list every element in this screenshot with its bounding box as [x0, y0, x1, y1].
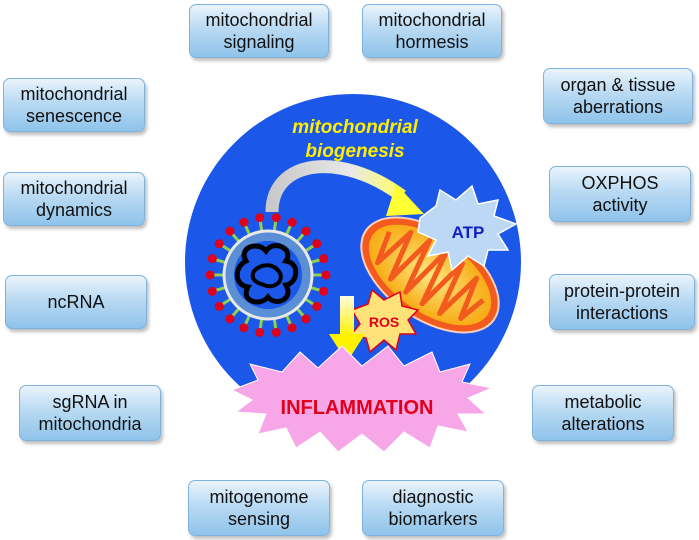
virus-spike-head — [271, 327, 281, 337]
inflammation-burst-icon — [230, 345, 494, 453]
box-line: dynamics — [35, 200, 113, 220]
box-line: protein-protein — [563, 281, 681, 301]
virus-spike-head — [239, 323, 249, 333]
virus-spike-head — [214, 239, 224, 249]
virus-spike-head — [319, 254, 329, 264]
box-line: alterations — [561, 414, 645, 434]
box-line: activity — [592, 195, 648, 215]
curved-arrow-icon — [265, 160, 424, 216]
box-line: senescence — [25, 106, 123, 126]
virus-spike-head — [225, 314, 235, 324]
biogenesis-title-line1: mitochondrial — [292, 117, 418, 138]
box-line: mitogenome — [209, 487, 309, 507]
box-line: mitochondrial — [20, 84, 128, 104]
box-line: aberrations — [572, 97, 664, 117]
biogenesis-title-line2: biogenesis — [305, 141, 404, 162]
box-line: ncRNA — [47, 292, 105, 312]
box-line: OXPHOS — [581, 173, 659, 193]
box-line: metabolic — [564, 392, 642, 412]
box-line: mitochondria — [38, 414, 142, 434]
inflammation-label: INFLAMMATION — [281, 397, 434, 419]
virus-spike-head — [301, 226, 311, 236]
virus-spike-head — [205, 270, 215, 280]
virus-spike-head — [312, 301, 322, 311]
box-line: organ & tissue — [560, 75, 676, 95]
biogenesis-circle — [185, 94, 521, 430]
virus-spike-head — [214, 301, 224, 311]
virus-spike-head — [207, 286, 217, 296]
box-line: signaling — [223, 32, 295, 52]
box-line: mitochondrial — [378, 10, 486, 30]
box-line: mitochondrial — [20, 178, 128, 198]
virus-spike-head — [271, 213, 281, 223]
virus-spike-head — [319, 286, 329, 296]
box-line: mitochondrial — [205, 10, 313, 30]
box-ncrna: ncRNA — [5, 275, 147, 329]
atp-burst-icon — [417, 184, 518, 272]
box-line: hormesis — [395, 32, 469, 52]
ros-label: ROS — [369, 314, 399, 330]
virus-spike-head — [225, 226, 235, 236]
box-line: interactions — [575, 303, 669, 323]
box-line: sgRNA in — [52, 392, 128, 412]
virus-spike-head — [287, 323, 297, 333]
virus-spike-head — [255, 213, 265, 223]
virus-spike-head — [301, 314, 311, 324]
box-line: sensing — [227, 509, 291, 529]
virus-spike-head — [255, 327, 265, 337]
box-line: diagnostic — [392, 487, 474, 507]
virus-spike-head — [239, 217, 249, 227]
virus-spike-head — [312, 239, 322, 249]
virus-spike-head — [287, 217, 297, 227]
virus-spike-head — [207, 254, 217, 264]
down-arrow-icon — [329, 296, 365, 362]
virus-genome-icon — [205, 213, 331, 337]
box-line: biomarkers — [388, 509, 478, 529]
virus-spike-head — [321, 270, 331, 280]
atp-label: ATP — [452, 223, 485, 242]
